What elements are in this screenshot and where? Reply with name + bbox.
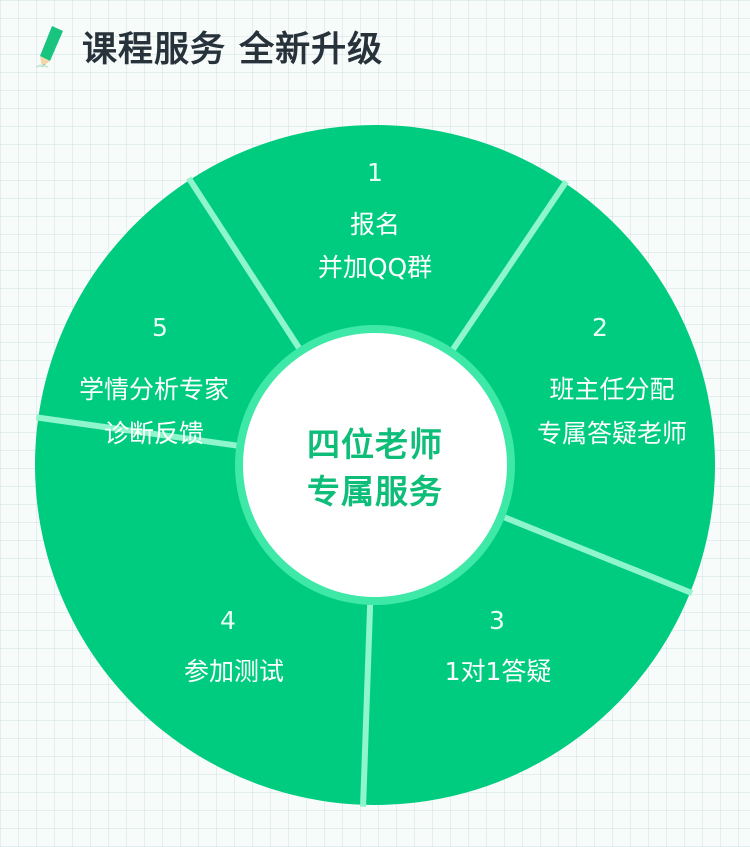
segment-4-number: 4	[220, 606, 236, 635]
center-label-line1: 四位老师	[307, 425, 443, 464]
dividers-layer	[35, 176, 694, 807]
segment-4: 4 参加测试	[184, 606, 284, 686]
segment-5-number: 5	[152, 313, 168, 342]
pencil-icon	[35, 26, 63, 68]
page-title: 课程服务 全新升级	[82, 29, 384, 70]
segment-divider-5	[35, 414, 241, 450]
center-label-line2: 专属服务	[307, 472, 443, 511]
segment-divider-3	[499, 513, 694, 596]
segment-1: 1 报名 并加QQ群	[318, 158, 432, 282]
segment-divider-2	[448, 179, 569, 354]
segment-1-label-line1: 报名	[350, 210, 400, 239]
segment-divider-1	[186, 176, 304, 353]
segment-3: 3 1对1答疑	[445, 606, 552, 686]
segment-1-number: 1	[367, 158, 383, 187]
segment-wedge-1	[189, 124, 566, 465]
segment-3-label-line1: 1对1答疑	[445, 657, 552, 686]
segment-3-number: 3	[489, 606, 505, 635]
segment-4-label-line1: 参加测试	[184, 657, 284, 686]
segment-5-label-line1: 学情分析专家	[79, 375, 229, 404]
header: 课程服务 全新升级	[34, 18, 383, 74]
center-circle	[243, 333, 507, 597]
segment-2-label-line1: 班主任分配	[549, 375, 674, 404]
segment-2-number: 2	[592, 313, 608, 342]
segment-2-label-line2: 专属答疑老师	[537, 419, 687, 448]
segment-divider-4	[360, 600, 374, 807]
segment-1-label-line2: 并加QQ群	[318, 253, 432, 282]
segment-5-label-line2: 诊断反馈	[104, 419, 204, 448]
segment-2: 2 班主任分配 专属答疑老师	[537, 313, 687, 448]
segment-5: 5 学情分析专家 诊断反馈	[79, 313, 229, 448]
